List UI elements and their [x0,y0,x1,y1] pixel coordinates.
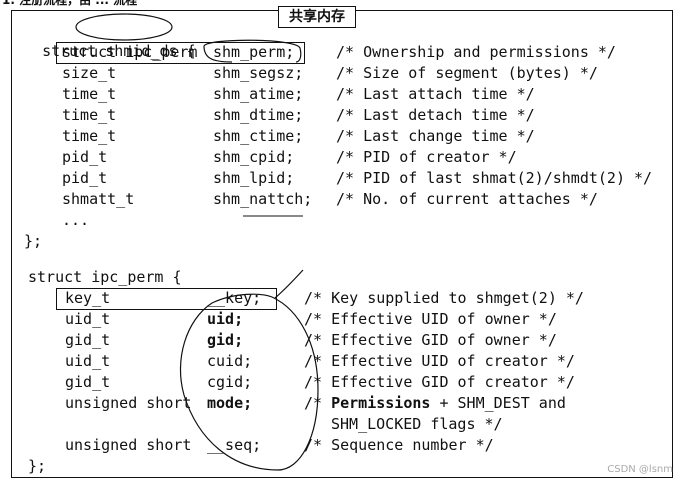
struct-keyword: struct [42,42,97,60]
field-name: shm_dtime; [213,106,304,124]
field-comment: /* Effective GID of creator */ [304,373,575,391]
field-comment: /* PID of last shmat(2)/shmdt(2) */ [336,169,653,187]
field-comment: /* No. of current attaches */ [336,190,598,208]
field-type: size_t [62,64,117,82]
field-type: key_t [65,289,111,307]
permissions-bold: Permissions [331,394,431,412]
field-comment: /* Last attach time */ [336,85,535,103]
field-comment: /* Key supplied to shmget(2) */ [304,289,584,307]
field-comment: /* Effective UID of creator */ [304,352,575,370]
shmid-ds-name: shmid_ds [105,42,178,60]
field-type: unsigned short [65,436,192,454]
field-type: time_t [62,106,117,124]
field-name: shm_lpid; [213,169,295,187]
field-comment: /* Permissions + SHM_DEST and [304,393,566,414]
field-name: __seq; [207,436,262,454]
field-type: gid_t [65,373,111,391]
shmid-ds-header: struct shmid_ds { [24,20,196,62]
comment-open: /* [304,394,323,412]
field-type: struct ipc_perm [62,43,198,61]
field-comment: /* PID of creator */ [336,148,517,166]
field-name: shm_cpid; [213,148,295,166]
field-comment: /* Effective GID of owner */ [304,331,557,349]
field-comment: /* Last detach time */ [336,106,535,124]
field-type: uid_t [65,310,111,328]
ellipsis: ... [62,211,90,229]
field-comment: /* Effective UID of owner */ [304,310,557,328]
field-name: gid; [207,331,244,349]
field-name: uid; [207,310,244,328]
field-type: pid_t [62,169,108,187]
field-name: mode; [207,394,253,412]
field-type: unsigned short [65,394,192,412]
open-brace: { [186,42,196,60]
key-highlight-box [56,288,277,310]
field-name: shm_ctime; [213,127,304,145]
field-comment: /* Ownership and permissions */ [336,43,616,61]
field-type: time_t [62,127,117,145]
field-comment: /* Size of segment (bytes) */ [336,64,598,82]
field-comment: /* Last change time */ [336,127,535,145]
field-type: pid_t [62,148,108,166]
ipc-perm-header: struct ipc_perm { [28,268,182,286]
closing-brace: }; [24,232,43,250]
field-type: time_t [62,85,117,103]
shm-perm-highlight-box [56,42,305,64]
field-name: shm_nattch; [213,190,313,208]
top-cut-text: 1. 注册流程，由 ... 流程 [2,0,138,7]
field-comment: /* Sequence number */ [304,436,494,454]
shared-memory-label: 共享内存 [278,6,356,28]
field-type: uid_t [65,352,111,370]
csdn-watermark: CSDN @lsnm [607,464,673,475]
field-name: shm_atime; [213,85,304,103]
comment-rest: + SHM_DEST and [439,394,566,412]
field-comment-continuation: SHM_LOCKED flags */ [331,415,503,433]
field-name: cuid; [207,352,253,370]
field-type: gid_t [65,331,111,349]
field-name: shm_segsz; [213,64,304,82]
field-type: shmatt_t [62,190,135,208]
field-name: cgid; [207,373,253,391]
closing-brace: }; [28,457,47,475]
